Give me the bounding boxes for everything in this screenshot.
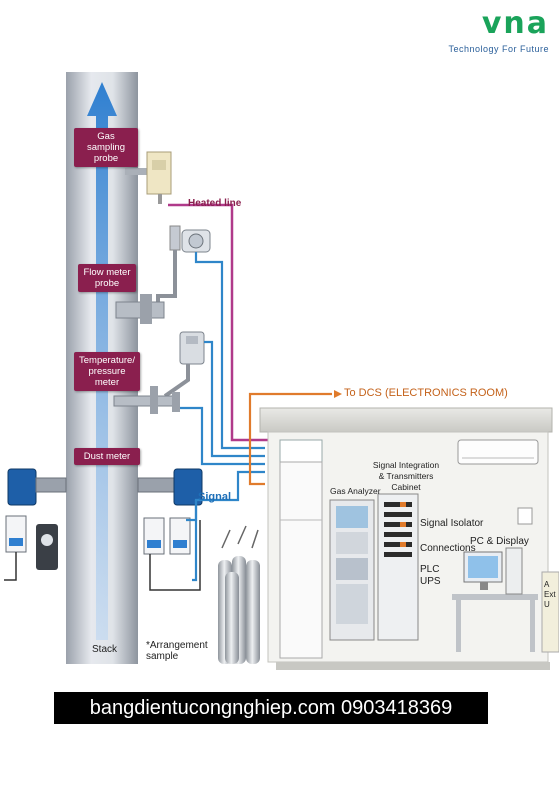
heated-line-label: Heated line <box>188 198 242 209</box>
contact-footer: bangdientucongnghiep.com 0903418369 <box>54 692 488 724</box>
pc-display-label: PC & Display <box>470 536 529 547</box>
dust-meter-left-icon <box>4 468 67 581</box>
analyzer-shelter <box>259 407 559 670</box>
dust-meter-right-icon <box>137 468 203 591</box>
connections-label: Connections <box>420 543 476 554</box>
gas-sampling-probe-icon <box>125 151 172 204</box>
gas-analyzer-label: Gas Analyzer <box>330 486 381 496</box>
signal-label: Signal <box>198 491 232 503</box>
signal-lines <box>180 252 265 582</box>
heated-line <box>168 203 300 442</box>
vna-logo: vna Technology For Future <box>409 6 549 54</box>
dcs-line <box>248 390 342 486</box>
side-equipment-label: A Ext U <box>544 580 556 609</box>
ups-label: UPS <box>420 576 441 587</box>
tag-flow-meter: Flow meter probe <box>78 264 136 292</box>
tag-gas-sampling: Gas sampling probe <box>74 128 138 167</box>
arrangement-note: *Arrangement sample <box>146 640 208 662</box>
signal-cabinet-label: Signal Integration & Transmitters Cabine… <box>372 460 440 492</box>
dcs-label: To DCS (ELECTRONICS ROOM) <box>344 387 508 399</box>
plc-label: PLC <box>420 564 440 575</box>
logo-text: vna <box>481 6 549 41</box>
temperature-pressure-icon <box>113 331 205 414</box>
tag-temperature-pressure: Temperature/ pressure meter <box>74 352 140 391</box>
flow-meter-icon <box>115 225 211 324</box>
tag-dust-meter: Dust meter <box>74 448 140 465</box>
signal-isolator-label: Signal Isolator <box>420 518 484 529</box>
logo-tagline: Technology For Future <box>448 44 549 54</box>
stack-label: Stack <box>92 644 118 655</box>
gas-cylinders-icon <box>218 525 260 664</box>
